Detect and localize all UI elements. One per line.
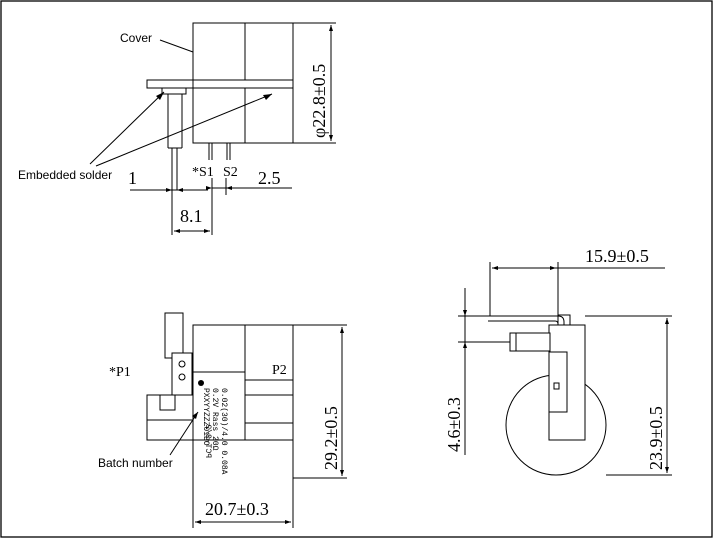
lead-terminal	[509, 332, 551, 352]
top-view: Cover Embedded solder *S1 S2 1 2.5 8.1 φ…	[18, 22, 336, 235]
dim-pin-width: 1	[128, 168, 137, 188]
tab-p1	[164, 312, 184, 359]
dim-pitch: 8.1	[180, 206, 203, 226]
cover-leader	[159, 39, 194, 53]
marking-line-4: PXXYYZZZ01BO	[201, 388, 210, 446]
cover-label: Cover	[120, 31, 152, 45]
solder-leader-2	[95, 93, 273, 167]
pin-p1-label: *P1	[109, 365, 131, 380]
marking-line-3: 0.2V Rass 20Ω	[210, 388, 219, 451]
front-body	[192, 324, 294, 441]
dim-front-width: 20.7±0.3	[205, 499, 269, 519]
product-marking: PCT-3/2	[203, 424, 212, 458]
batch-leader	[169, 411, 199, 456]
dim-diameter: φ22.8±0.5	[309, 64, 329, 138]
embedded-solder-label: Embedded solder	[18, 168, 112, 182]
solder-post	[161, 87, 187, 95]
marking-line-1: PCT-3/2	[203, 424, 212, 458]
pin-p2-label: P2	[272, 363, 287, 378]
dim-front-height: 29.2±0.5	[321, 406, 341, 470]
dim-side-height: 23.9±0.5	[646, 406, 666, 470]
top-flange	[146, 79, 294, 89]
dim-side-offset: 4.6±0.3	[444, 397, 464, 452]
hole-2	[178, 373, 186, 381]
marking-line-2: 0.02(30)/4.0 0.08A	[219, 388, 228, 475]
pin-s2-label: S2	[223, 165, 238, 180]
side-view: 15.9±0.5 23.9±0.5 4.6±0.3	[444, 246, 672, 476]
pin-s1-label: *S1	[192, 165, 214, 180]
dim-side-depth: 15.9±0.5	[585, 246, 649, 266]
hole-1	[178, 360, 186, 368]
polarity-dot	[198, 380, 204, 386]
dim-pin-gap: 2.5	[258, 168, 281, 188]
batch-number-label: Batch number	[98, 456, 173, 470]
front-view: *P1 P2 PCT-3/2 0.02(30)/4.0 0.08A 0.2V R…	[98, 312, 347, 528]
solder-leader-1	[89, 91, 165, 165]
